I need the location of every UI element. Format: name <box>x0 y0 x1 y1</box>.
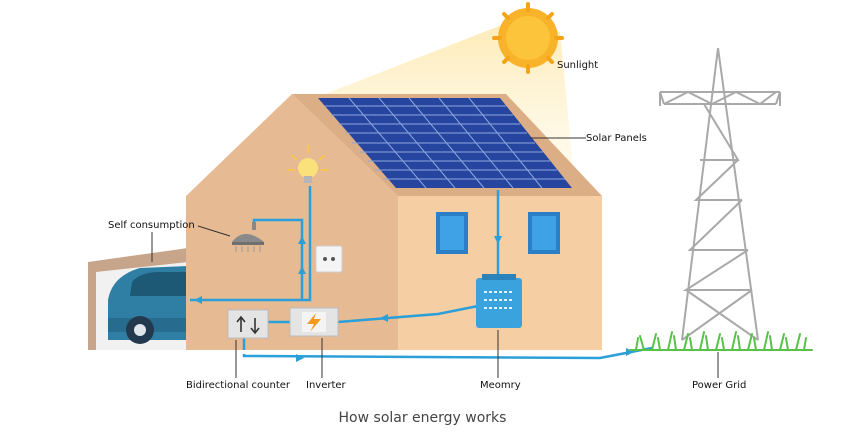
label-power-grid: Power Grid <box>692 380 747 391</box>
flow-arrow-heads <box>194 236 634 362</box>
car <box>108 266 188 344</box>
label-memory: Meomry <box>480 380 521 391</box>
lightning-bolt-icon <box>307 313 321 332</box>
bidirectional-counter-box <box>227 309 269 339</box>
power-tower <box>659 47 781 341</box>
window-left <box>436 212 468 254</box>
house-left-wall <box>186 94 398 352</box>
grass <box>629 331 813 351</box>
diagram-caption: How solar energy works <box>338 410 507 426</box>
inverter-box <box>289 307 339 337</box>
label-bidirectional-counter: Bidirectional counter <box>186 380 291 391</box>
label-leader-lines <box>151 137 719 378</box>
power-socket-icon <box>315 245 343 273</box>
light-bulb-icon <box>287 145 329 183</box>
label-inverter: Inverter <box>306 380 346 391</box>
ceiling-lamp-icon <box>232 222 264 252</box>
label-sunlight: Sunlight <box>557 60 599 71</box>
solar-panels <box>318 97 572 189</box>
window-right <box>528 212 560 254</box>
label-solar-panels: Solar Panels <box>586 133 647 144</box>
ground-line <box>186 350 602 354</box>
sun-icon <box>492 2 564 74</box>
memory-battery-box <box>476 274 522 328</box>
label-self-consumption: Self consumption <box>108 220 195 231</box>
up-down-arrows-icon <box>236 315 260 335</box>
